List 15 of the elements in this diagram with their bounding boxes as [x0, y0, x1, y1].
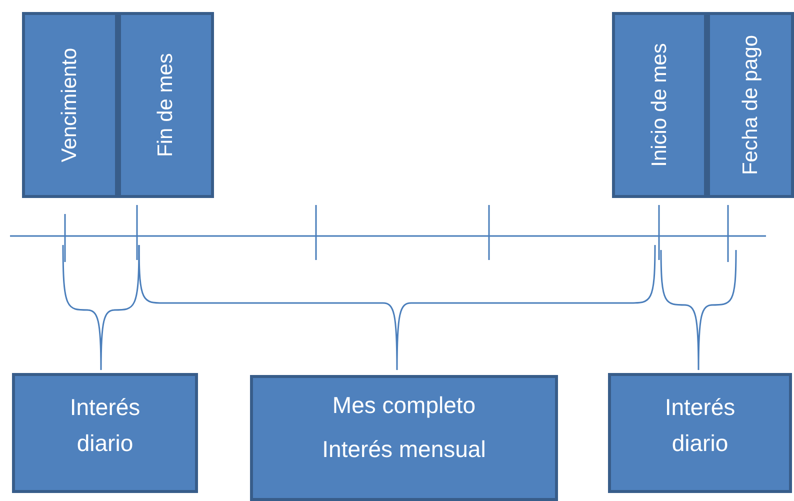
box-label: Fin de mes: [154, 53, 178, 157]
box-label: Interés diario: [664, 393, 736, 458]
box-label: Interés mensual: [321, 435, 487, 464]
label-box: [707, 12, 794, 198]
label-box: [22, 12, 118, 198]
box-label: Inicio de mes: [648, 43, 672, 167]
box-label: Vencimiento: [58, 48, 82, 162]
label-box: [118, 12, 214, 198]
label-box: [12, 373, 198, 493]
label-box: [608, 373, 792, 493]
box-label: Interés diario: [68, 393, 142, 458]
label-box: [250, 375, 558, 501]
box-label: Mes completo: [331, 391, 477, 420]
label-box: [612, 12, 707, 198]
box-label: Fecha de pago: [738, 34, 762, 176]
